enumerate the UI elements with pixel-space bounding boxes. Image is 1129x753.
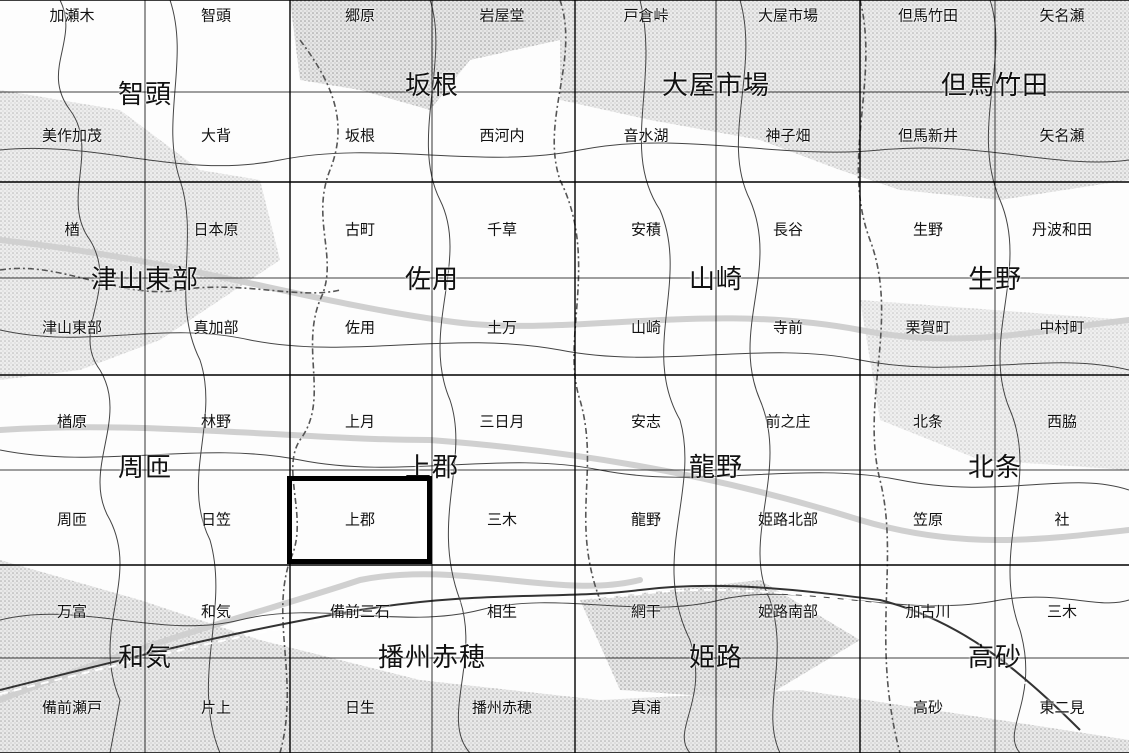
sheet-label[interactable]: 周匝 [56,510,88,529]
region-label: 坂根 [404,71,460,101]
sheet-label[interactable]: 和気 [200,602,232,621]
sheet-label[interactable]: 古町 [344,220,376,239]
sheet-label[interactable]: 智頭 [200,6,232,25]
sheet-label[interactable]: 真浦 [630,698,662,717]
sheet-label[interactable]: 津山東部 [41,318,103,337]
sheet-label[interactable]: 真加部 [193,318,239,337]
railway-line [0,584,1081,735]
sheet-label[interactable]: 龍野 [630,510,662,529]
sheet-label[interactable]: 山崎 [630,318,662,337]
sheet-label[interactable]: 佐用 [344,318,376,337]
sheet-label[interactable]: 丹波和田 [1031,220,1093,239]
sheet-label[interactable]: 寺前 [772,318,804,337]
sheet-label[interactable]: 加瀬木 [49,6,95,25]
sheet-label[interactable]: 網干 [630,602,662,621]
sheet-label[interactable]: 神子畑 [765,126,811,145]
sheet-label[interactable]: 安志 [630,412,662,431]
sheet-label[interactable]: 矢名瀬 [1039,6,1085,25]
sheet-label[interactable]: 生野 [912,220,944,239]
sheet-label[interactable]: 栗賀町 [905,318,951,337]
region-label: 龍野 [688,453,744,483]
sheet-label[interactable]: 北条 [912,412,944,431]
region-label: 智頭 [117,80,173,110]
sheet-label[interactable]: 日本原 [193,220,239,239]
sheet-label[interactable]: 備前三石 [329,602,391,621]
sheet-label[interactable]: 楢原 [56,412,88,431]
sheet-label[interactable]: 備前瀬戸 [41,698,103,717]
sheet-label[interactable]: 日生 [344,698,376,717]
region-label: 大屋市場 [661,71,771,101]
region-label: 但馬竹田 [940,71,1050,101]
sheet-label[interactable]: 播州赤穂 [471,698,533,717]
region-label: 姫路 [688,643,744,673]
sheet-label[interactable]: 高砂 [912,698,944,717]
sheet-label[interactable]: 楢 [64,220,80,239]
river-lines [0,237,1129,703]
region-label: 上郡 [404,453,460,483]
sheet-label[interactable]: 林野 [200,412,232,431]
sheet-label[interactable]: 東二見 [1039,698,1085,717]
sheet-label[interactable]: 三木 [486,510,518,529]
region-label: 周匝 [117,453,173,483]
sheet-label[interactable]: 万富 [56,602,88,621]
region-label: 山崎 [688,265,744,295]
sheet-label[interactable]: 上月 [344,412,376,431]
sheet-label[interactable]: 社 [1054,510,1070,529]
sheet-label[interactable]: 加古川 [905,602,951,621]
sheet-label[interactable]: 上郡 [344,510,376,529]
sheet-label[interactable]: 三木 [1046,602,1078,621]
region-label: 和気 [117,643,173,673]
region-label: 佐用 [404,265,460,295]
sheet-label[interactable]: 三日月 [479,412,525,431]
sheet-label[interactable]: 郷原 [344,6,376,25]
region-label: 生野 [967,265,1023,295]
sheet-label[interactable]: 岩屋堂 [479,6,525,25]
sheet-label[interactable]: 但馬新井 [897,126,959,145]
region-label: 播州赤穂 [377,643,487,673]
sheet-label[interactable]: 土万 [486,318,518,337]
sheet-label[interactable]: 音水湖 [623,126,669,145]
sheet-label[interactable]: 姫路南部 [757,602,819,621]
sheet-label[interactable]: 大屋市場 [757,6,819,25]
admin-boundaries [0,0,901,753]
sheet-label[interactable]: 西河内 [479,126,525,145]
sheet-label[interactable]: 安積 [630,220,662,239]
sheet-label[interactable]: 日笠 [200,510,232,529]
region-label: 北条 [967,453,1023,483]
sheet-label[interactable]: 大背 [200,126,232,145]
sheet-label[interactable]: 戸倉峠 [623,6,669,25]
sheet-label[interactable]: 姫路北部 [757,510,819,529]
sheet-label[interactable]: 但馬竹田 [897,6,959,25]
sheet-label[interactable]: 中村町 [1039,318,1085,337]
sheet-label[interactable]: 片上 [200,698,232,717]
sheet-label[interactable]: 長谷 [772,220,804,239]
sheet-label[interactable]: 笠原 [912,510,944,529]
sheet-label[interactable]: 矢名瀬 [1039,126,1085,145]
sheet-label[interactable]: 西脇 [1046,412,1078,431]
sheet-label[interactable]: 美作加茂 [41,126,103,145]
sheet-label[interactable]: 前之庄 [765,412,811,431]
sheet-label[interactable]: 千草 [486,220,518,239]
region-label: 高砂 [967,643,1023,673]
sheet-label[interactable]: 相生 [486,602,518,621]
sheet-label[interactable]: 坂根 [344,126,376,145]
region-label: 津山東部 [90,265,200,295]
